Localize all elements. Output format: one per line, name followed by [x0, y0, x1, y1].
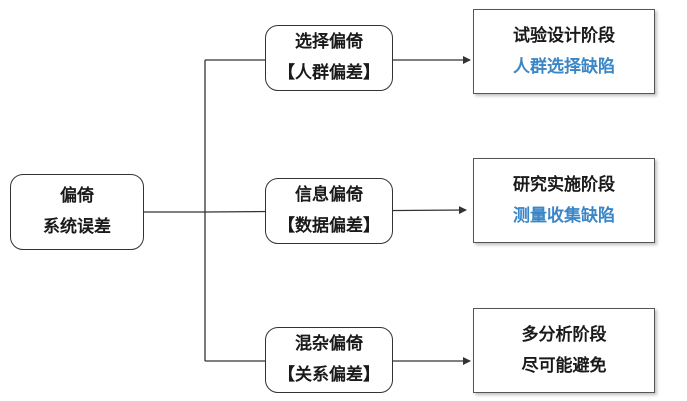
root-subtitle: 系统误差: [43, 217, 111, 237]
stage-note: 人群选择缺陷: [513, 56, 615, 77]
bias-subtitle: 【人群偏差】: [278, 63, 380, 83]
stage-title: 试验设计阶段: [513, 25, 615, 46]
stage-title: 研究实施阶段: [513, 174, 615, 195]
root-title: 偏倚: [60, 186, 94, 206]
bias-title: 信息偏倚: [295, 185, 363, 205]
stage-node-analysis: 多分析阶段 尽可能避免: [473, 308, 655, 393]
bias-subtitle: 【关系偏差】: [278, 365, 380, 385]
root-node: 偏倚 系统误差: [10, 174, 144, 250]
bias-node-confounding: 混杂偏倚 【关系偏差】: [265, 327, 393, 393]
stage-title: 多分析阶段: [521, 324, 607, 345]
stage-note: 尽可能避免: [521, 355, 607, 376]
stage-node-implementation: 研究实施阶段 测量收集缺陷: [473, 158, 655, 243]
bias-node-information: 信息偏倚 【数据偏差】: [265, 178, 393, 244]
bias-node-selection: 选择偏倚 【人群偏差】: [265, 25, 393, 91]
stage-node-design: 试验设计阶段 人群选择缺陷: [473, 9, 655, 94]
bias-subtitle: 【数据偏差】: [278, 216, 380, 236]
stage-note: 测量收集缺陷: [513, 205, 615, 226]
bias-title: 混杂偏倚: [295, 334, 363, 354]
bias-title: 选择偏倚: [295, 32, 363, 52]
